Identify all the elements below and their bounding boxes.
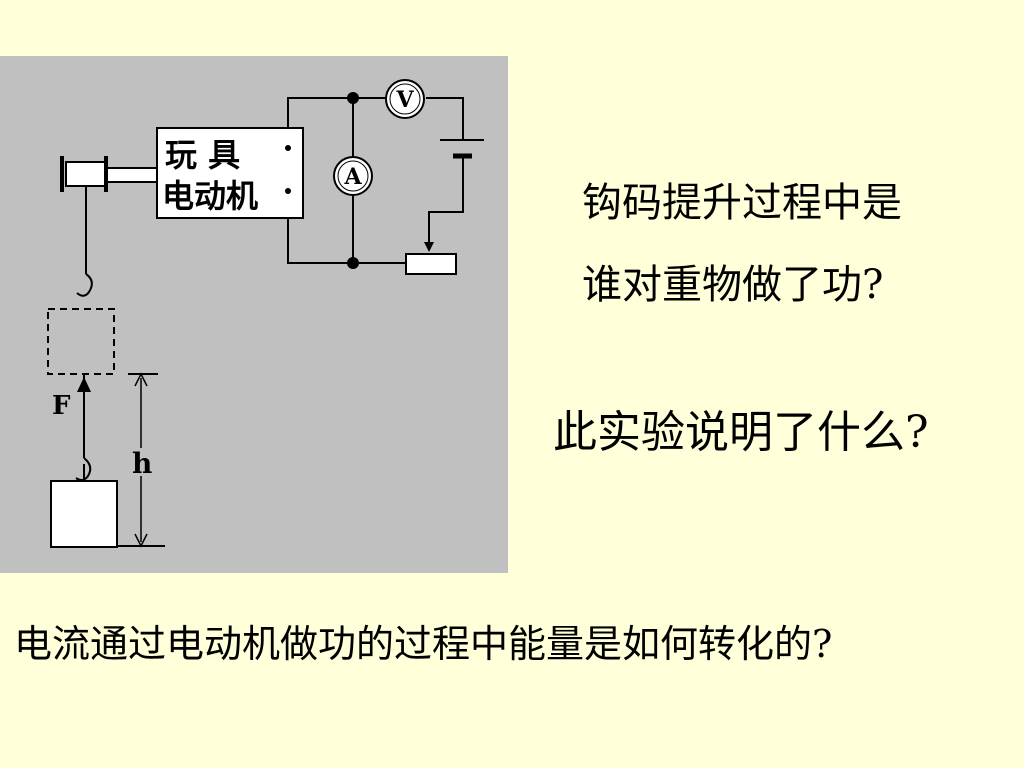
question-line-2: 谁对重物做了功? bbox=[582, 262, 884, 308]
weight-block bbox=[50, 480, 118, 548]
voltmeter-icon: V bbox=[385, 79, 425, 119]
question-line-1: 钩码提升过程中是 bbox=[582, 180, 902, 226]
junction-dot-bottom bbox=[347, 257, 359, 269]
motor-label-line1: 玩 具 bbox=[165, 136, 240, 174]
ammeter-icon: A bbox=[333, 156, 373, 196]
upper-hook-icon bbox=[76, 273, 93, 297]
question-energy-conversion: 电流通过电动机做功的过程中能量是如何转化的? bbox=[14, 622, 833, 666]
force-label: F bbox=[52, 391, 71, 421]
ammeter-label: A bbox=[343, 164, 362, 190]
junction-dot-top bbox=[347, 92, 359, 104]
height-label: h bbox=[132, 447, 152, 480]
lower-hook-icon bbox=[75, 457, 92, 482]
toy-motor-box: 玩 具 电动机 bbox=[156, 127, 304, 219]
rheostat-symbol bbox=[405, 242, 457, 275]
voltmeter-label: V bbox=[395, 87, 414, 113]
axle-and-pulley bbox=[60, 156, 158, 192]
height-dimension bbox=[117, 372, 165, 548]
lifted-weight-outline bbox=[47, 308, 115, 375]
question-experiment-meaning: 此实验说明了什么? bbox=[553, 407, 929, 458]
motor-label-line2: 电动机 bbox=[162, 177, 258, 215]
force-arrow-icon bbox=[77, 377, 91, 392]
circuit-diagram-svg: V A 玩 具 电动机 bbox=[47, 79, 484, 548]
battery-symbol bbox=[440, 139, 484, 159]
circuit-wires bbox=[287, 97, 464, 264]
experiment-diagram: V A 玩 具 电动机 bbox=[0, 56, 508, 573]
